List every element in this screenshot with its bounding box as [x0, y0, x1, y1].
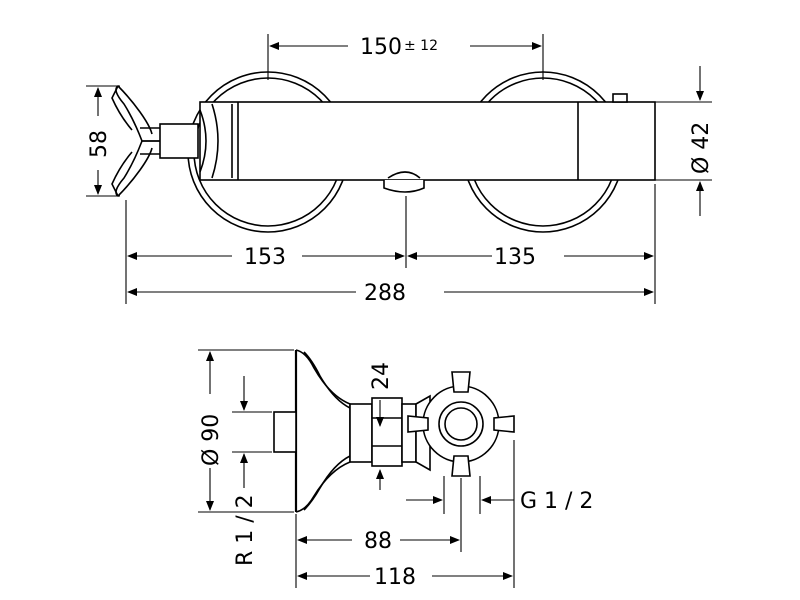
dim-handle-height: 58 — [86, 85, 120, 197]
dim-inlet-thread: R 1 / 2 — [232, 376, 272, 566]
dim-body-diameter: Ø 42 — [655, 66, 714, 216]
dim-handle-height-value: 58 — [87, 130, 112, 158]
dim-outlet-thread: G 1 / 2 — [406, 476, 593, 514]
side-view: 24 Ø 90 R 1 / 2 G 1 / 2 — [198, 349, 593, 590]
dim-center-distance: 150 ± 12 — [267, 34, 544, 80]
dim-body-diameter-value: Ø 42 — [689, 122, 714, 174]
dim-wrench-size-value: 24 — [369, 362, 394, 390]
dim-total-length: 288 — [127, 281, 654, 306]
dim-center-distance-value: 150 — [360, 35, 402, 60]
dim-depth-to-center-value: 88 — [364, 529, 392, 554]
dim-inlet-thread-value: R 1 / 2 — [233, 494, 258, 566]
dim-total-length-value: 288 — [364, 281, 406, 306]
side-cross-handle — [407, 371, 515, 477]
dim-split-lengths: 153 135 — [125, 184, 656, 304]
front-view: 150 ± 12 58 Ø 42 153 — [86, 34, 714, 306]
dim-rosette-diameter: Ø 90 — [198, 349, 294, 513]
side-rosette — [273, 349, 351, 513]
cross-handle — [111, 84, 199, 198]
dim-total-depth-value: 118 — [374, 565, 416, 590]
dim-center-tolerance-value: ± 12 — [404, 38, 438, 54]
dim-wrench-size: 24 — [369, 362, 394, 490]
dim-outlet-thread-value: G 1 / 2 — [520, 489, 593, 514]
dim-right-length-value: 135 — [494, 245, 536, 270]
dim-left-length-value: 153 — [244, 245, 286, 270]
thermostat-body — [199, 93, 656, 193]
dim-depth-to-center: 88 — [295, 478, 462, 588]
dim-total-depth: 118 — [297, 440, 515, 590]
side-connector — [349, 394, 431, 472]
dim-rosette-diameter-value: Ø 90 — [199, 414, 224, 466]
